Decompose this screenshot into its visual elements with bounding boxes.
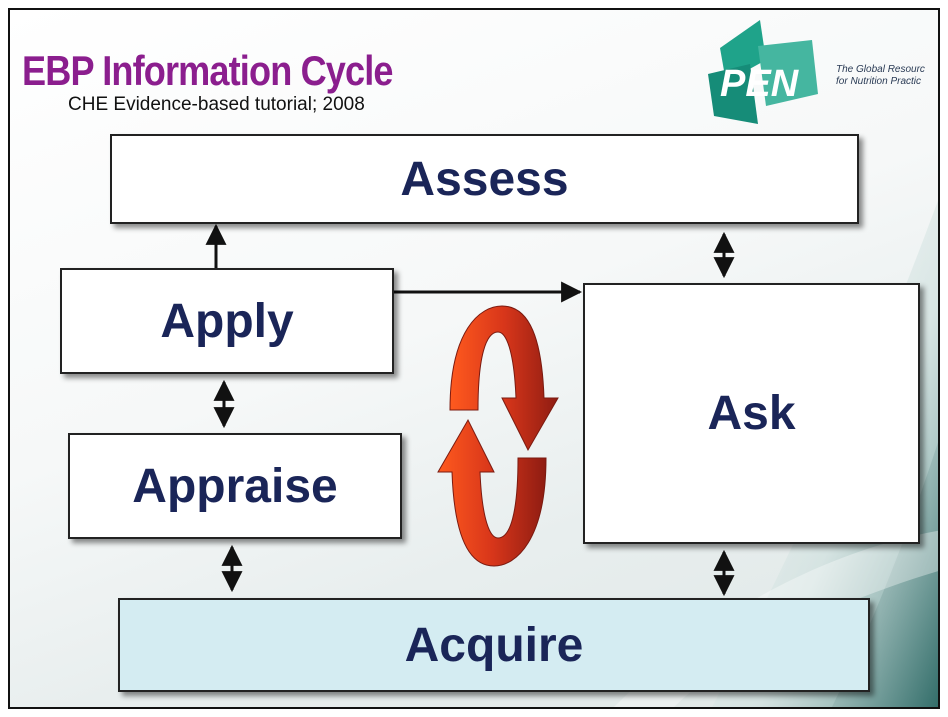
- logo-tagline: The Global Resourc for Nutrition Practic: [836, 64, 925, 88]
- pen-logo: PEN: [708, 20, 818, 124]
- step-acquire-box: Acquire: [118, 598, 870, 692]
- step-appraise-box: Appraise: [68, 433, 402, 539]
- slide-subtitle: CHE Evidence-based tutorial; 2008: [68, 94, 365, 115]
- svg-text:PEN: PEN: [720, 63, 800, 105]
- step-ask-box: Ask: [583, 283, 920, 544]
- tagline-line-1: The Global Resourc: [836, 64, 925, 75]
- slide: EBP Information Cycle CHE Evidence-based…: [8, 8, 940, 709]
- slide-title: EBP Information Cycle: [22, 47, 394, 94]
- step-apply-box: Apply: [60, 268, 394, 374]
- connector-arrows: [205, 223, 735, 597]
- circular-arrows-icon: [437, 305, 559, 567]
- step-assess-box: Assess: [110, 134, 859, 224]
- step-acquire-label: Acquire: [404, 618, 584, 672]
- step-apply-label: Apply: [160, 294, 294, 348]
- step-assess-label: Assess: [400, 152, 569, 206]
- step-appraise-label: Appraise: [132, 459, 338, 513]
- tagline-line-2: for Nutrition Practic: [836, 76, 922, 87]
- step-ask-label: Ask: [707, 387, 796, 440]
